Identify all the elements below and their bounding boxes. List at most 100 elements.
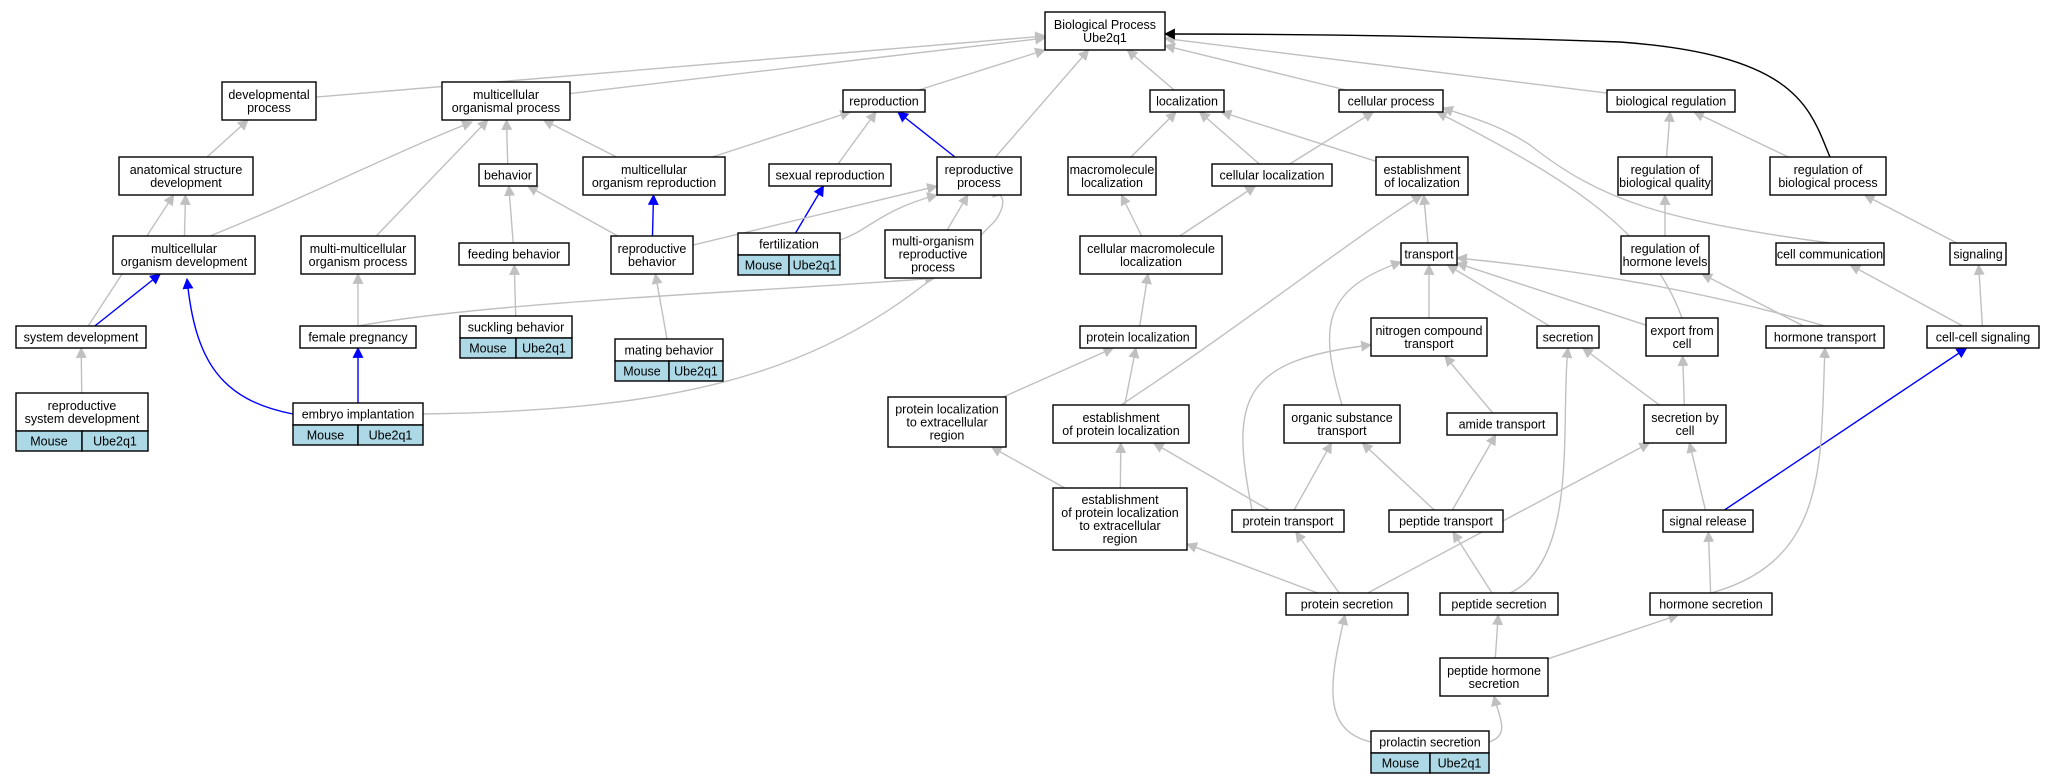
edge-estprotloc-to-protloc bbox=[1124, 346, 1140, 406]
go-term-prottrans[interactable]: protein transport bbox=[1231, 509, 1345, 533]
go-term-label: reproductive bbox=[48, 399, 117, 413]
go-term-box bbox=[478, 163, 538, 187]
edge-multrepro-to-multproc bbox=[542, 119, 617, 158]
go-term-box bbox=[458, 242, 570, 266]
go-term-box bbox=[1926, 325, 2040, 349]
edge-estloc-to-local bbox=[1220, 109, 1377, 162]
go-term-protsec[interactable]: protein secretion bbox=[1285, 592, 1409, 616]
go-term-label: establishment bbox=[1383, 163, 1461, 177]
go-term-label: biological process bbox=[1778, 176, 1877, 190]
go-term-label: cell-cell signaling bbox=[1936, 331, 2031, 345]
edge-prottrans-to-nitro bbox=[1242, 340, 1373, 511]
go-term-signaling[interactable]: signaling bbox=[1949, 242, 2007, 266]
go-term-label: peptide transport bbox=[1399, 515, 1493, 529]
go-term-box bbox=[1231, 509, 1345, 533]
go-term-label: organism process bbox=[309, 255, 408, 269]
go-term-sexrepro[interactable]: sexual reproduction bbox=[768, 163, 892, 187]
go-term-cellproc[interactable]: cellular process bbox=[1338, 89, 1444, 113]
go-term-label: process bbox=[957, 176, 1001, 190]
edge-amide-to-nitro bbox=[1444, 355, 1494, 414]
go-term-peptrans[interactable]: peptide transport bbox=[1388, 509, 1504, 533]
go-term-box bbox=[1283, 404, 1401, 444]
go-term-hormsec[interactable]: hormone secretion bbox=[1649, 592, 1773, 616]
go-term-cellcomm[interactable]: cell communication bbox=[1775, 242, 1885, 266]
go-term-box bbox=[1439, 592, 1559, 616]
go-term-cellcell[interactable]: cell-cell signaling bbox=[1926, 325, 2040, 349]
go-term-label: reproductive bbox=[618, 242, 687, 256]
go-term-protloc[interactable]: protein localization bbox=[1079, 325, 1197, 349]
edge-feeding-to-behav bbox=[504, 184, 516, 244]
go-term-label: secretion by bbox=[1651, 411, 1719, 425]
edge-cellproc-to-bp bbox=[1163, 42, 1347, 91]
go-term-cellloc[interactable]: cellular localization bbox=[1211, 163, 1333, 187]
go-term-box bbox=[118, 156, 254, 196]
edge-orgsub-to-transport bbox=[1328, 260, 1403, 406]
go-term-amide[interactable]: amide transport bbox=[1446, 412, 1558, 436]
go-term-box bbox=[1079, 325, 1197, 349]
species-tag: Mouse bbox=[623, 365, 661, 379]
go-term-sigrel[interactable]: signal release bbox=[1662, 509, 1754, 533]
go-term-feeding[interactable]: feeding behavior bbox=[458, 242, 570, 266]
edge-hormsec-to-hormtrans bbox=[1710, 346, 1831, 594]
go-term-hormtrans[interactable]: hormone transport bbox=[1765, 325, 1885, 349]
go-term-label: regulation of bbox=[1794, 163, 1863, 177]
go-term-label: prolactin secretion bbox=[1379, 736, 1480, 750]
go-term-label: of protein localization bbox=[1062, 424, 1179, 438]
go-term-behav[interactable]: behavior bbox=[478, 163, 538, 187]
go-term-local[interactable]: localization bbox=[1149, 89, 1225, 113]
go-term-sysdev[interactable]: system development bbox=[15, 325, 147, 349]
go-term-bioreg[interactable]: biological regulation bbox=[1606, 89, 1736, 113]
go-term-box bbox=[1949, 242, 2007, 266]
species-tag: Mouse bbox=[745, 259, 783, 273]
go-term-label: protein transport bbox=[1242, 515, 1334, 529]
species-tag: Mouse bbox=[30, 435, 68, 449]
edge-mating-to-reprobeh bbox=[651, 272, 668, 340]
go-term-pepsec[interactable]: peptide secretion bbox=[1439, 592, 1559, 616]
go-term-label: peptide secretion bbox=[1451, 598, 1546, 612]
edge-estprotext-to-protlocext bbox=[990, 446, 1066, 489]
go-term-label: localization bbox=[1120, 255, 1182, 269]
annotation-tag-box bbox=[357, 424, 424, 446]
go-term-label: anatomical structure bbox=[130, 163, 243, 177]
go-term-femaleprg[interactable]: female pregnancy bbox=[299, 325, 417, 349]
go-term-box bbox=[1338, 89, 1444, 113]
go-term-box bbox=[768, 163, 892, 187]
go-term-repro[interactable]: reproduction bbox=[842, 89, 926, 113]
edge-protloc-to-cellmacro bbox=[1139, 272, 1152, 327]
go-term-transport[interactable]: transport bbox=[1400, 242, 1458, 266]
species-tag: Mouse bbox=[469, 342, 507, 356]
go-term-label: transport bbox=[1317, 424, 1367, 438]
go-term-secretion[interactable]: secretion bbox=[1536, 325, 1600, 349]
edge-pephorm-to-pepsec bbox=[1492, 613, 1504, 659]
